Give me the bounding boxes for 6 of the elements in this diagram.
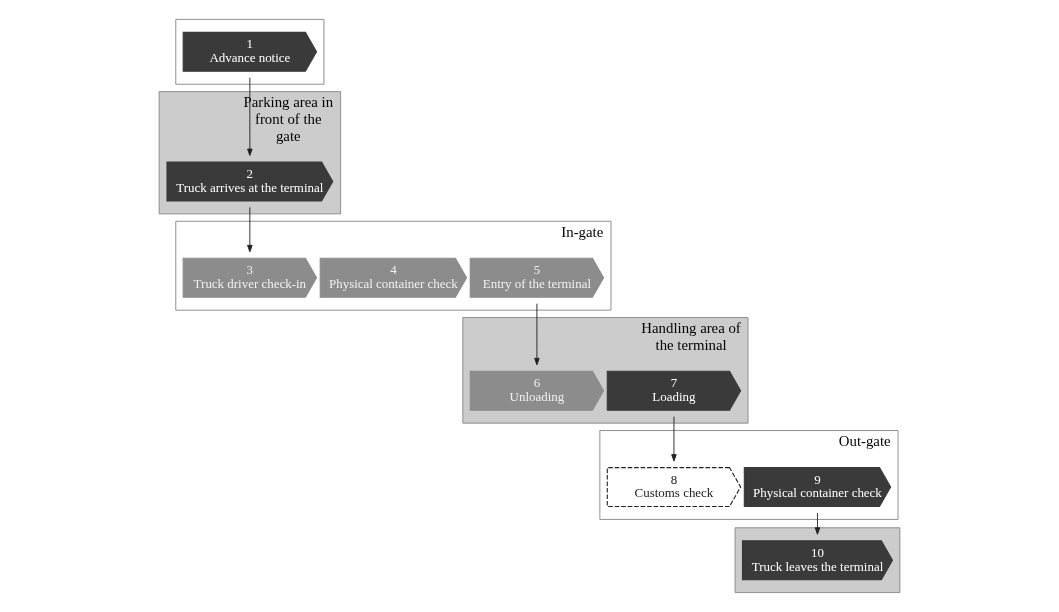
arrow [814,512,821,535]
arrow [534,303,540,366]
arrow [247,77,253,156]
cluster [175,18,325,85]
arrow [247,206,253,253]
arrow [671,416,677,462]
